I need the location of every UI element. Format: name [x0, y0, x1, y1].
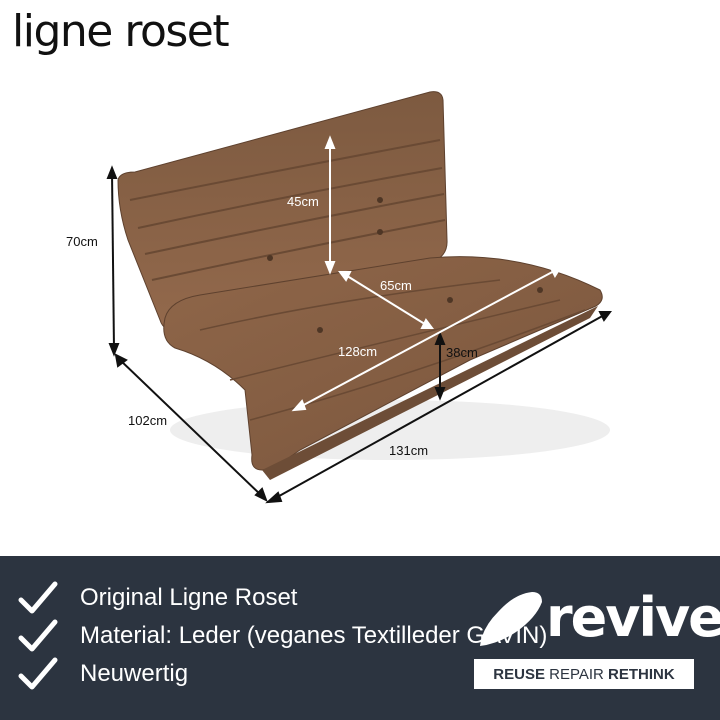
- label-seat-height: 38cm: [446, 345, 478, 360]
- tagline-reuse: REUSE: [493, 665, 545, 683]
- checkmark-icon: [18, 581, 58, 614]
- revive-logo-word: revive: [546, 586, 720, 649]
- revive-logo-mark-icon: [480, 592, 542, 646]
- label-width-total: 131cm: [389, 443, 428, 458]
- checkmark-icon: [18, 657, 58, 690]
- arrow-head: [324, 261, 336, 275]
- dim-line-width: [271, 313, 607, 501]
- seat-fold: [229, 299, 561, 381]
- feature-footer: Original Ligne Roset Material: Leder (ve…: [0, 556, 720, 720]
- arrow-head: [106, 165, 118, 179]
- label-backrest-height: 45cm: [287, 194, 319, 209]
- tuft: [377, 197, 383, 203]
- tuft: [317, 327, 323, 333]
- arrow-head: [108, 343, 120, 357]
- dimension-lines-black: [106, 165, 612, 504]
- seat-fold: [199, 279, 501, 331]
- arrow-head: [598, 311, 612, 322]
- dim-line-seat-width: [297, 269, 557, 409]
- arrow-head: [114, 353, 128, 368]
- arrow-head: [434, 331, 446, 345]
- label-seat-width-inner: 128cm: [338, 344, 377, 359]
- feature-item: Neuwertig: [18, 656, 188, 692]
- tuft: [447, 297, 453, 303]
- sofa-photo: 70cm 45cm 65cm 128cm 38cm 102cm 131cm: [66, 91, 612, 504]
- arrow-head: [549, 267, 562, 279]
- feature-text: Original Ligne Roset: [80, 584, 298, 611]
- arrow-head: [265, 491, 283, 504]
- tagline-repair: REPAIR: [549, 665, 604, 683]
- tuft: [377, 229, 383, 235]
- arrow-head: [254, 487, 268, 503]
- sofa-front-edge: [262, 306, 598, 480]
- feature-item: Original Ligne Roset: [18, 580, 297, 616]
- feature-text: Material: Leder (veganes Textilleder GAV…: [80, 622, 548, 649]
- checkmark-icon: [18, 619, 58, 652]
- label-seat-depth-inner: 65cm: [380, 278, 412, 293]
- dim-line-seat-depth: [343, 273, 429, 327]
- product-image-area: ligne roset: [12, 6, 612, 504]
- backrest-fold: [129, 139, 441, 201]
- brand-logo: ligne roset: [12, 6, 230, 57]
- feature-text: Neuwertig: [80, 660, 189, 687]
- dim-line-height: [111, 171, 115, 351]
- feature-item: Material: Leder (veganes Textilleder GAV…: [18, 618, 547, 654]
- tagline-rethink: RETHINK: [608, 665, 675, 683]
- revive-tagline: REUSE REPAIR RETHINK: [474, 659, 694, 689]
- arrow-head: [291, 399, 307, 412]
- dimension-lines-white: [291, 135, 562, 412]
- backrest-fold: [151, 219, 446, 281]
- arrow-head: [434, 387, 446, 401]
- label-height-total: 70cm: [66, 234, 98, 249]
- seat-fold: [249, 309, 586, 421]
- arrow-head: [420, 318, 434, 329]
- arrow-head: [324, 135, 336, 149]
- tuft: [267, 255, 273, 261]
- arrow-head: [338, 271, 352, 282]
- tuft: [537, 287, 543, 293]
- label-depth-total: 102cm: [128, 413, 167, 428]
- backrest-fold: [144, 193, 445, 255]
- dim-line-depth: [117, 357, 265, 499]
- backrest-fold: [137, 167, 443, 229]
